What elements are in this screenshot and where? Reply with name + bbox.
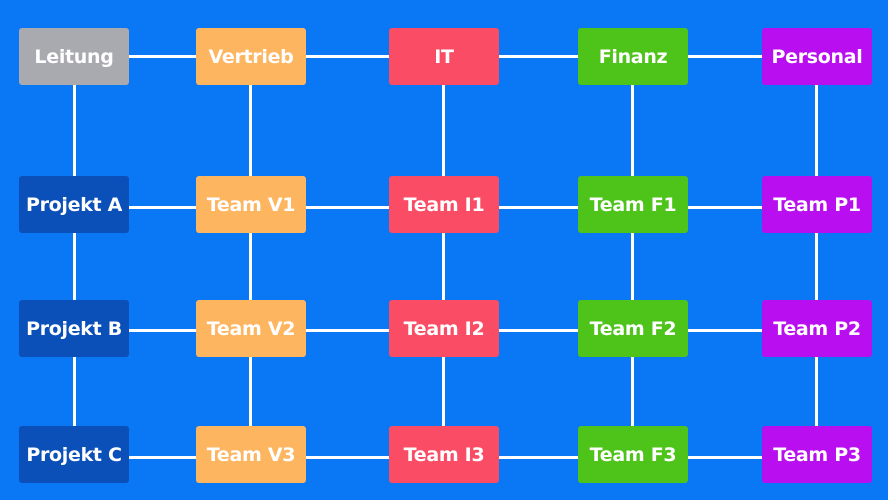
node-vertrieb: Vertrieb	[196, 28, 306, 85]
node-team-f3: Team F3	[578, 426, 688, 483]
node-team-i1: Team I1	[389, 176, 499, 233]
connector-col-leitung	[73, 56, 76, 456]
node-personal: Personal	[762, 28, 872, 85]
node-leitung: Leitung	[19, 28, 129, 85]
node-it: IT	[389, 28, 499, 85]
node-team-p3: Team P3	[762, 426, 872, 483]
node-team-i2: Team I2	[389, 300, 499, 357]
node-team-v3: Team V3	[196, 426, 306, 483]
node-team-f1: Team F1	[578, 176, 688, 233]
node-projekt-c: Projekt C	[19, 426, 129, 483]
node-finanz: Finanz	[578, 28, 688, 85]
node-team-i3: Team I3	[389, 426, 499, 483]
node-team-v1: Team V1	[196, 176, 306, 233]
node-team-f2: Team F2	[578, 300, 688, 357]
node-team-p1: Team P1	[762, 176, 872, 233]
node-projekt-b: Projekt B	[19, 300, 129, 357]
node-team-v2: Team V2	[196, 300, 306, 357]
node-team-p2: Team P2	[762, 300, 872, 357]
connector-col-vertrieb	[249, 56, 252, 456]
connector-col-personal	[815, 56, 818, 456]
connector-col-finanz	[631, 56, 634, 456]
connector-col-it	[442, 56, 445, 456]
node-projekt-a: Projekt A	[19, 176, 129, 233]
